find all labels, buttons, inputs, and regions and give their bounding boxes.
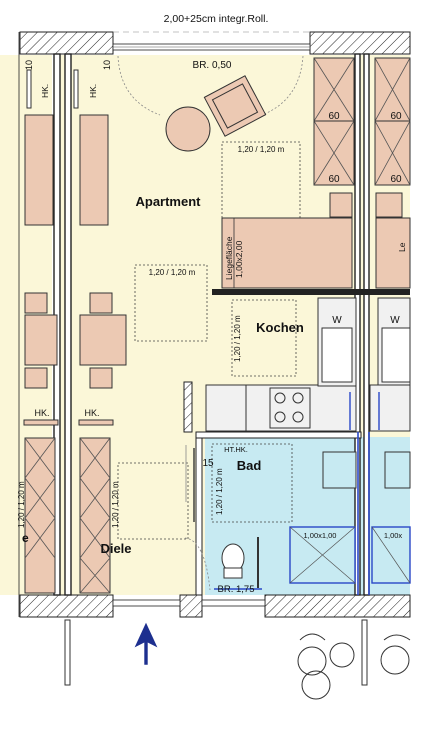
sink-label-neighbor: W xyxy=(390,315,400,326)
room-kitchen: Kochen xyxy=(256,320,304,335)
heater-mid-2: HK. xyxy=(84,408,99,418)
sink-label: W xyxy=(332,315,342,326)
clearance-boxes xyxy=(117,141,301,540)
heater-top-2: HK. xyxy=(88,84,98,98)
dim-10-right: 10 xyxy=(102,60,112,70)
cabinet-60-d: 60 xyxy=(390,174,402,185)
window-top-label: BR. 0,50 xyxy=(193,60,232,71)
clearance-label-kitchen: 1,20 / 1,20 m xyxy=(233,315,242,362)
edge-le: Le xyxy=(397,242,407,252)
clearance-label-neighbor: 1,20 / 1,20 m xyxy=(17,481,26,528)
room-hall: Diele xyxy=(100,541,131,556)
window-bath-label: BR. 1,75 xyxy=(218,584,255,595)
room-apartment: Apartment xyxy=(135,194,201,209)
dim-10-left: 10 xyxy=(24,60,34,70)
heater-bath: HT.HK. xyxy=(224,445,248,454)
bottom-wall xyxy=(19,594,411,618)
clearance-label-hall: 1,20 / 1,20 m xyxy=(111,481,120,528)
clearance-label-middle: 1,20 / 1,20 m xyxy=(149,268,196,277)
window-swing xyxy=(117,55,304,116)
bed-label-1: Liegefläche xyxy=(224,236,234,280)
top-note: 2,00+25cm integr.Roll. xyxy=(164,13,269,25)
neighbor-left-furniture xyxy=(23,69,127,594)
bed-label-2: 1,00x2,00 xyxy=(234,240,244,278)
clearance-label-bath: 1,20 / 1,20 m xyxy=(215,468,224,515)
top-wall xyxy=(19,31,411,55)
shower-label-neighbor: 1,00x xyxy=(384,531,403,540)
bath-fixtures xyxy=(214,392,411,590)
cabinet-60-b: 60 xyxy=(390,111,402,122)
edge-e: e xyxy=(22,531,29,545)
bed xyxy=(221,217,353,289)
dim-15: 15 xyxy=(202,458,214,469)
outdoor-area xyxy=(64,619,411,700)
bath-walls xyxy=(183,289,410,596)
shower-label: 1,00x1,00 xyxy=(304,531,337,540)
round-table xyxy=(165,106,211,152)
cabinet-60-a: 60 xyxy=(328,111,340,122)
entry-arrow-icon xyxy=(133,621,159,666)
kitchen-counter xyxy=(205,297,411,432)
heater-mid-1: HK. xyxy=(34,408,49,418)
tall-cabinets xyxy=(313,57,411,289)
doors xyxy=(184,445,211,591)
cabinet-60-c: 60 xyxy=(328,174,340,185)
room-bath: Bad xyxy=(237,458,262,473)
clearance-label-upper: 1,20 / 1,20 m xyxy=(238,145,285,154)
armchair xyxy=(203,75,267,137)
heater-top-1: HK. xyxy=(40,84,50,98)
